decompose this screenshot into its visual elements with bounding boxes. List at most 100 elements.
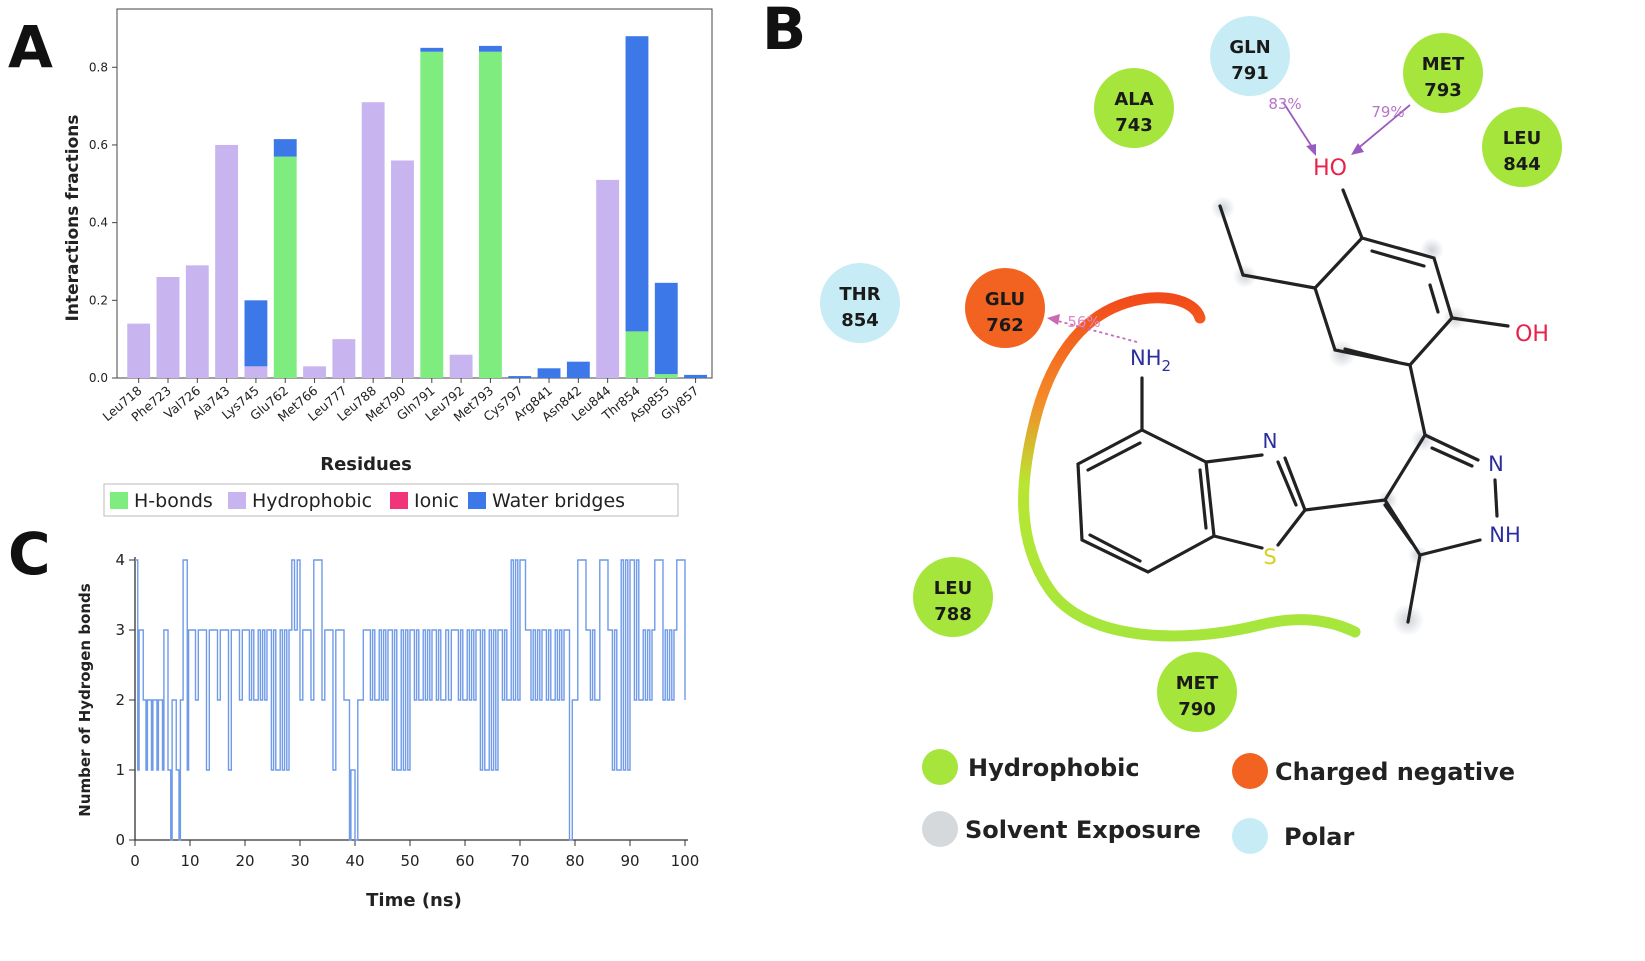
arrow-head-icon <box>1047 314 1060 325</box>
ligand-structure <box>1076 188 1510 624</box>
residue-circle <box>1482 107 1562 187</box>
residue-name: THR <box>839 284 880 305</box>
interaction-arrow-gln791 <box>1282 101 1315 151</box>
legend-swatch-charged-negative <box>1232 753 1268 789</box>
y-axis-label: Interactions fractions <box>63 115 83 322</box>
bar-lys745-hydrophobic <box>244 366 268 378</box>
bar-val726-hydrophobic <box>185 265 209 378</box>
interaction-pct-glu762: 56% <box>1067 313 1100 331</box>
panel-letter-a: A <box>8 13 53 81</box>
x-tick-label: 90 <box>620 852 639 870</box>
residue-circle <box>1094 68 1174 148</box>
x-tick-label: 70 <box>510 852 529 870</box>
residue-number: 743 <box>1115 115 1153 136</box>
residue-number: 854 <box>841 310 879 331</box>
x-tick-label: 50 <box>400 852 419 870</box>
bar-leu844-hydrophobic <box>596 179 620 378</box>
legend-label-hydrophobic: Hydrophobic <box>968 754 1140 782</box>
bar-met793-h-bonds <box>478 51 502 378</box>
interaction-arrow-glu762 <box>1053 319 1138 343</box>
residue-leu-844: LEU 844 <box>1482 107 1562 187</box>
legend-swatch-solvent-exposure <box>922 811 958 847</box>
diagram-legend: Hydrophobic Charged negative Solvent Exp… <box>922 749 1515 854</box>
panel-letter-c: C <box>8 520 51 588</box>
interaction-pct-met793: 79% <box>1371 103 1404 121</box>
x-tick-label: 100 <box>671 852 700 870</box>
bar-leu718-hydrophobic <box>127 323 151 378</box>
bar-asp855-h-bonds <box>654 374 678 378</box>
bar-met790-hydrophobic <box>391 160 414 378</box>
bar-glu762-water-bridges <box>273 139 297 157</box>
x-tick-label: 60 <box>455 852 474 870</box>
residue-circle <box>965 268 1045 348</box>
legend-label: Water bridges <box>492 490 625 512</box>
atom-label-oh: OH <box>1515 322 1549 347</box>
legend-swatch <box>110 492 128 509</box>
residue-number: 793 <box>1424 80 1462 101</box>
legend-label: Hydrophobic <box>252 490 372 512</box>
x-tick-label: 20 <box>235 852 254 870</box>
y-axis-label: Number of Hydrogen bonds <box>76 583 94 816</box>
legend-swatch <box>390 492 408 509</box>
bar-ala743-hydrophobic <box>215 144 239 378</box>
atom-label-nh2: NH2 <box>1130 346 1171 375</box>
bar-lys745-water-bridges <box>244 300 268 367</box>
atom-label-thiazole-n: N <box>1263 429 1278 453</box>
atom-label-thiazole-s: S <box>1263 545 1276 569</box>
residue-number: 844 <box>1503 154 1541 175</box>
atom-label-pyrazole-n: N <box>1488 452 1504 476</box>
residue-circle <box>913 557 993 637</box>
panel-letter-b: B <box>762 0 807 63</box>
residue-name: LEU <box>1503 128 1541 149</box>
bar-asp855-water-bridges <box>654 282 678 375</box>
residue-thr-854: THR 854 <box>820 263 900 343</box>
bar-leu792-hydrophobic <box>449 354 473 378</box>
y-tick-label: 2 <box>115 691 125 709</box>
x-tick-label: 10 <box>180 852 199 870</box>
plot-frame <box>116 8 713 379</box>
bar-thr854-water-bridges <box>625 36 649 332</box>
residue-number: 762 <box>986 315 1024 336</box>
bar-gln791-h-bonds <box>420 51 444 378</box>
residue-name: ALA <box>1114 89 1153 110</box>
legend-swatch <box>468 492 486 509</box>
y-tick-label: 4 <box>115 551 125 569</box>
residue-circle <box>1210 16 1290 96</box>
hbond-series-line <box>135 559 686 841</box>
bar-cys797-water-bridges <box>508 376 532 378</box>
interaction-arrow-met793 <box>1355 104 1411 151</box>
residue-number: 791 <box>1231 63 1269 84</box>
residue-name: LEU <box>934 578 972 599</box>
residue-circle <box>820 263 900 343</box>
y-tick-label: 0 <box>115 831 125 849</box>
interaction-arrows: 83% 79% 56% <box>1047 95 1411 343</box>
legend-swatch-hydrophobic <box>922 749 958 785</box>
residue-glu-762: GLU 762 <box>965 268 1045 348</box>
atom-label-pyrazole-nh: NH <box>1489 523 1521 547</box>
y-tick-label: 0.2 <box>89 293 108 307</box>
atom-label-ho: HO <box>1313 156 1347 181</box>
bar-phe723-hydrophobic <box>156 277 180 378</box>
bar-glu762-h-bonds <box>273 156 297 378</box>
arrow-head-icon <box>1306 144 1316 156</box>
bar-leu788-hydrophobic <box>361 102 385 378</box>
residue-name: MET <box>1176 673 1219 694</box>
bar-arg841-water-bridges <box>537 368 561 378</box>
legend-label: Ionic <box>414 490 459 512</box>
residue-ala-743: ALA 743 <box>1094 68 1174 148</box>
residue-number: 788 <box>934 604 972 625</box>
legend-label-charged-negative: Charged negative <box>1275 758 1515 786</box>
residue-circle <box>1403 33 1483 113</box>
interaction-pct-gln791: 83% <box>1268 95 1301 113</box>
residue-circle <box>1157 652 1237 732</box>
arrow-head-icon <box>1351 143 1364 155</box>
residue-name: GLU <box>985 289 1025 310</box>
legend-swatch <box>228 492 246 509</box>
x-axis-label: Residues <box>320 454 412 475</box>
x-axis-label: Time (ns) <box>366 890 462 911</box>
residue-name: GLN <box>1229 37 1270 58</box>
